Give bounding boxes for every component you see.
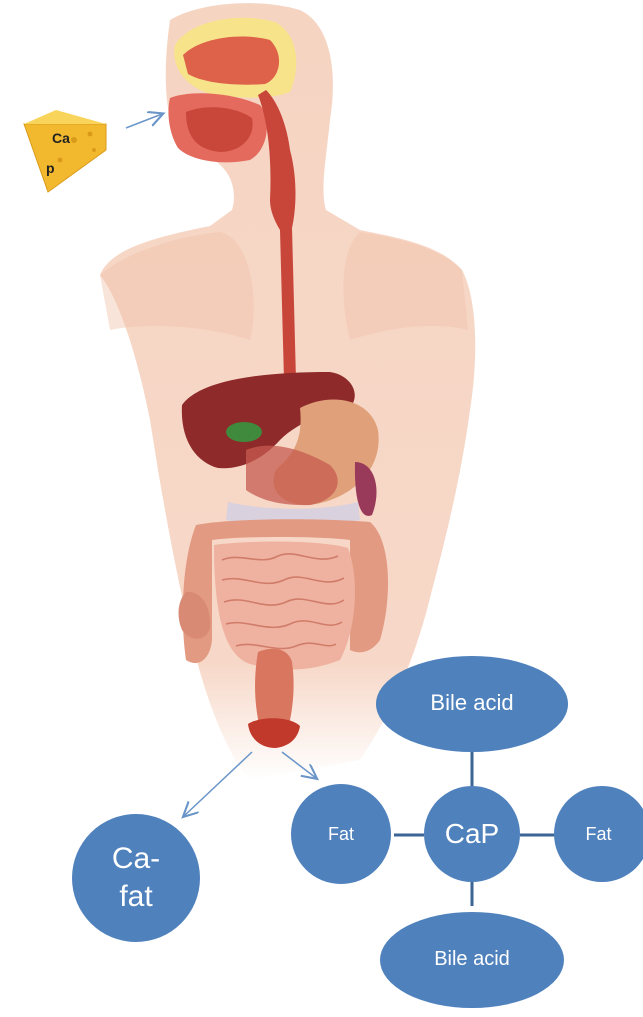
shoulder-shade [100, 232, 254, 340]
cheese-label-ca: Ca [52, 130, 70, 146]
label-ca-fat-1: Ca- [72, 842, 200, 877]
label-bile-acid-bottom: Bile acid [380, 948, 564, 971]
label-bile-acid-top: Bile acid [376, 690, 568, 715]
label-cap: CaP [424, 818, 520, 850]
node-ca-fat [72, 814, 200, 942]
body-illustration [100, 3, 475, 780]
label-ca-fat-2: fat [72, 880, 200, 915]
gallbladder [226, 422, 262, 442]
cheese-icon [24, 110, 106, 192]
label-fat-left: Fat [291, 824, 391, 845]
shoulder-shade [343, 232, 468, 340]
label-fat-right: Fat [554, 824, 643, 845]
arrow-icon [184, 752, 252, 816]
cheese-label-p: p [46, 160, 55, 176]
arrow-icon [126, 114, 162, 128]
small-intestine [214, 542, 355, 670]
